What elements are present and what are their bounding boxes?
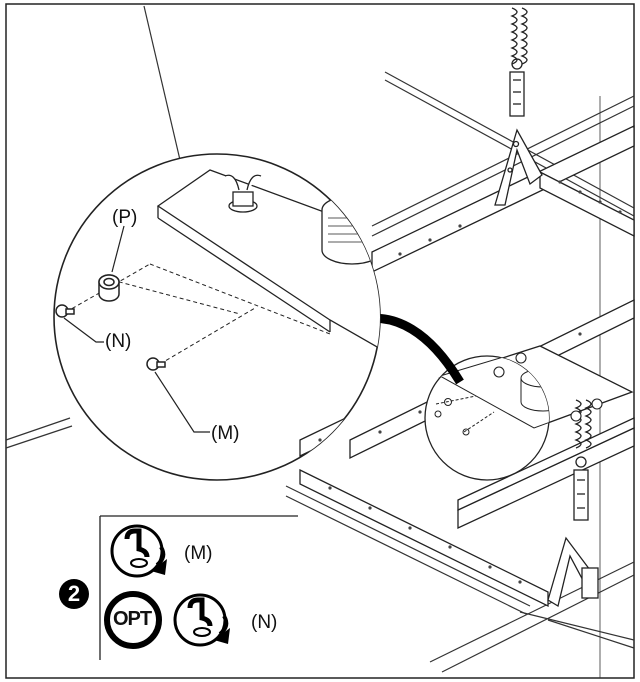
frame-border xyxy=(5,3,635,679)
wing-nut xyxy=(224,174,262,213)
rail-holes-upper xyxy=(398,180,622,256)
callout-n: (N) xyxy=(105,331,132,352)
cross-channel xyxy=(457,416,635,530)
plate-wing-nuts xyxy=(493,352,603,422)
callout-p: (P) xyxy=(112,207,138,228)
part-n-screw xyxy=(55,304,75,318)
legend-label-n: (N) xyxy=(251,612,278,633)
ceiling-grid xyxy=(5,5,635,678)
top-hanger xyxy=(494,7,543,206)
legend-label-m: (M) xyxy=(184,543,213,564)
callout-m: (M) xyxy=(211,423,240,444)
part-p-washer xyxy=(98,274,120,302)
tighten-screw-icon xyxy=(173,593,230,647)
legend-box xyxy=(99,515,298,660)
tighten-screw-icon xyxy=(110,524,167,578)
bottom-hanger xyxy=(547,399,599,608)
optional-badge-icon xyxy=(104,591,162,649)
opt-label: OPT xyxy=(113,608,152,630)
leader-lines xyxy=(63,225,210,433)
step-number-badge: 2 xyxy=(59,579,89,609)
part-m-screw xyxy=(146,357,166,371)
